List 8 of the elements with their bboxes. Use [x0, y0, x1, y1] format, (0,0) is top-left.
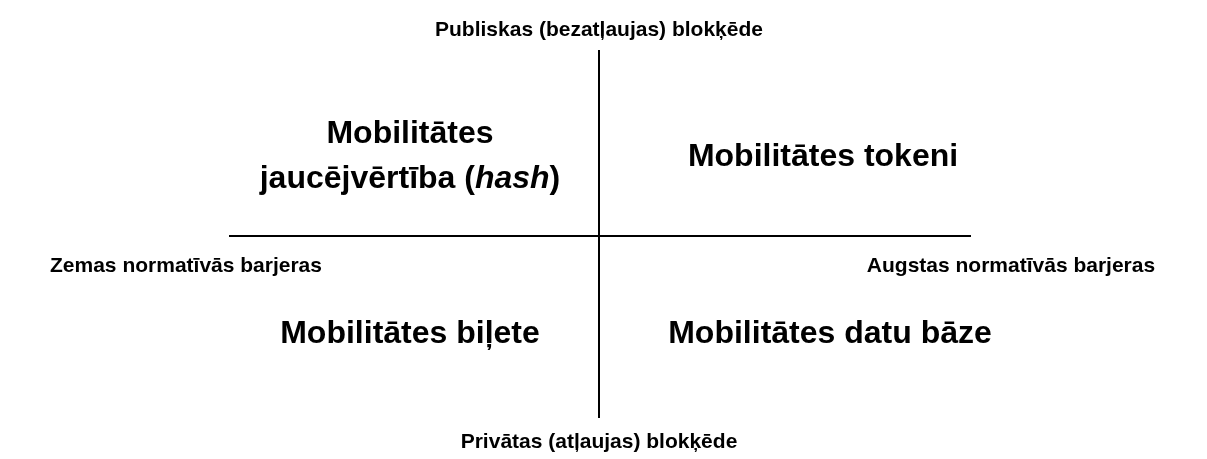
quadrant-label: Mobilitātes biļete — [280, 312, 540, 352]
quadrant-label: Mobilitātes tokeni — [687, 135, 959, 175]
quadrant-label: Mobilitātes datu bāze — [668, 312, 992, 352]
quadrant-label: Mobilitātes jaucējvērtība (hash) — [258, 113, 562, 197]
axis-label: Zemas normatīvās barjeras — [50, 252, 322, 279]
axis-label: Augstas normatīvās barjeras — [866, 252, 1156, 279]
axis-label: Publiskas (bezatļaujas) blokķēde — [435, 16, 763, 43]
axis-label: Privātas (atļaujas) blokķēde — [460, 428, 738, 455]
